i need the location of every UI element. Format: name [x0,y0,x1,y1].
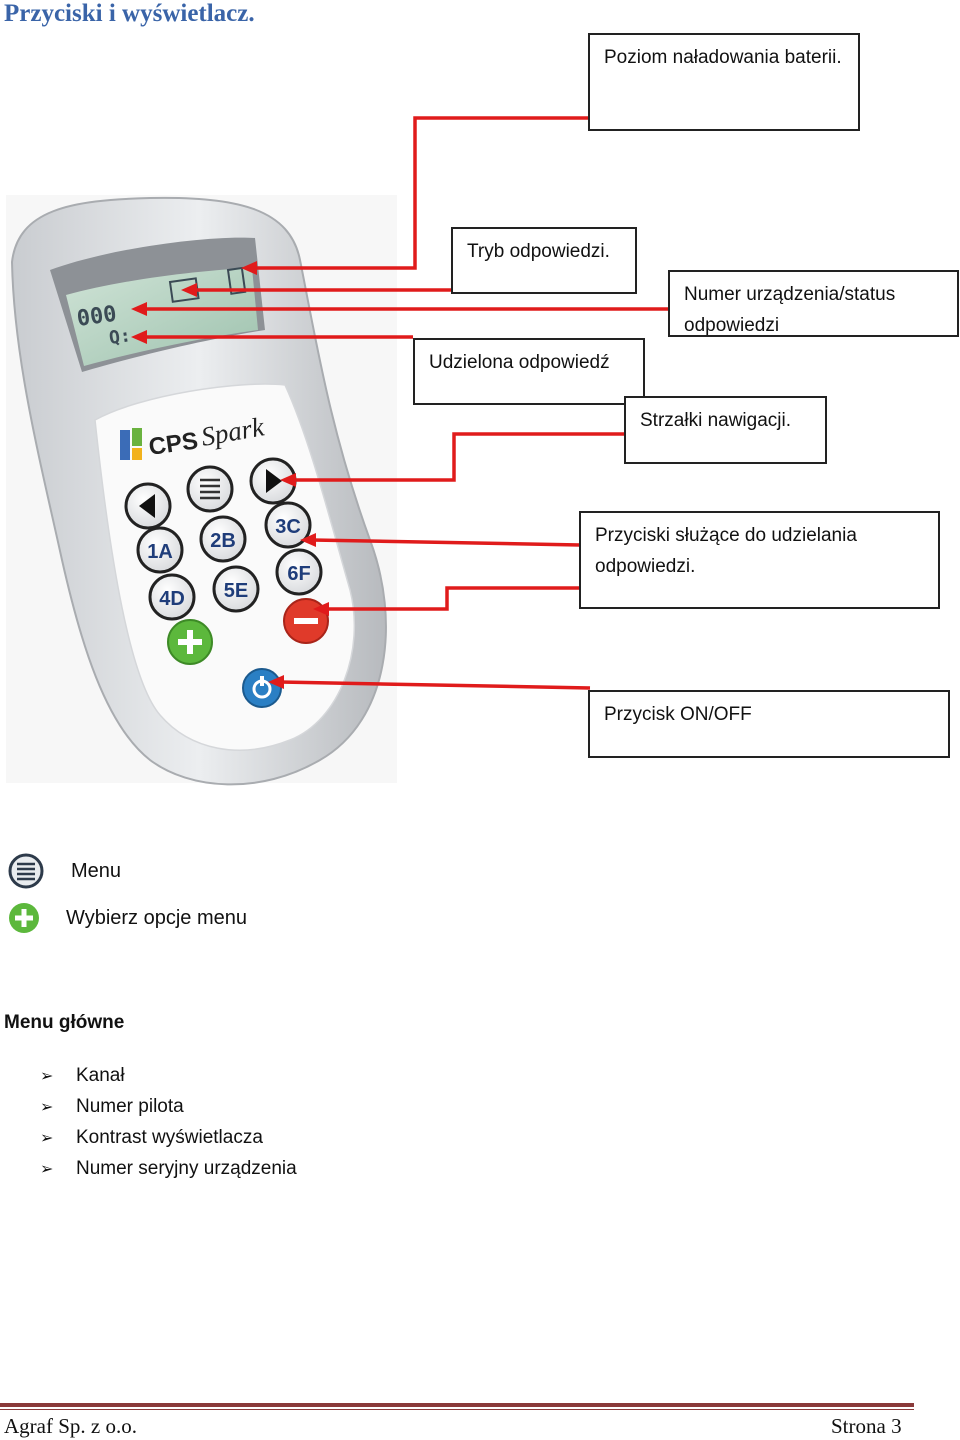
svg-text:3C: 3C [275,516,301,538]
footer-page-number: Strona 3 [831,1414,902,1438]
right-arrow-icon [266,469,282,493]
left-arrow-icon [139,494,155,518]
list-item: ➢Numer seryjny urządzenia [40,1157,297,1179]
menu-button[interactable] [186,465,234,513]
leader-battery [255,116,590,270]
main-menu-title: Menu główne [4,1012,125,1033]
callout-battery: Poziom naładowania baterii. [588,33,860,131]
callout-answer-buttons: Przyciski służące do udzielania odpowied… [579,511,940,609]
lcd-q: Q: [108,325,132,349]
legend-menu-label: Menu [71,859,122,882]
list-item: ➢Numer pilota [40,1095,184,1117]
menu-icon [8,853,44,889]
minus-icon [294,618,318,624]
answer-key-1a[interactable]: 1A [136,526,184,574]
svg-text:5E: 5E [224,580,248,602]
leader-arrowheads [131,261,329,689]
answer-key-6f[interactable]: 6F [275,548,323,596]
main-menu-list: ➢Kanał ➢Numer pilota ➢Kontrast wyświetla… [40,1060,297,1184]
footer-rule [0,1403,914,1407]
answer-key-4d[interactable]: 4D [148,573,196,621]
footer-company: Agraf Sp. z o.o. [4,1414,137,1438]
arrow-bullet-icon: ➢ [40,1160,54,1178]
callout-power: Przycisk ON/OFF [588,690,950,758]
callout-given-answer: Udzielona odpowiedź [413,338,645,405]
leader-lines [145,116,668,690]
arrow-bullet-icon: ➢ [40,1067,54,1085]
footer-rule-thin [0,1409,914,1410]
legend-menu: Menu [8,853,121,889]
plus-circle-icon [9,903,39,933]
plus-button[interactable] [167,619,213,665]
power-button[interactable] [242,668,282,708]
list-item: ➢Kontrast wyświetlacza [40,1126,263,1148]
callout-arrows: Strzałki nawigacji. [624,396,827,464]
brand-logo-icon [120,430,130,460]
svg-text:1A: 1A [147,541,173,563]
answer-key-2b[interactable]: 2B [199,515,247,563]
left-arrow-button[interactable] [124,482,172,530]
battery-indicator-icon [226,266,247,295]
page-title: Przyciski i wyświetlacz. [4,0,255,27]
legend-select: Wybierz opcje menu [8,902,247,934]
leader-arrows [292,432,625,482]
list-item: ➢Kanał [40,1064,125,1086]
leader-answer-buttons [311,538,581,547]
callout-mode: Tryb odpowiedzi. [451,227,637,294]
right-arrow-button[interactable] [249,457,297,505]
lcd-digits: 000 [75,302,118,332]
callout-device-number: Numer urządzenia/status odpowiedzi [668,270,959,337]
svg-text:4D: 4D [159,588,185,610]
device-diagram: 000 Q: CPS Spark 1A 2B 3C 4D [10,116,668,786]
arrow-bullet-icon: ➢ [40,1098,54,1116]
arrow-bullet-icon: ➢ [40,1129,54,1147]
answer-key-5e[interactable]: 5E [212,565,260,613]
legend-select-label: Wybierz opcje menu [66,906,248,929]
leader-power [279,680,591,690]
svg-text:6F: 6F [287,563,310,585]
menu-lines-icon [200,478,220,500]
svg-text:2B: 2B [210,530,236,552]
answer-key-3c[interactable]: 3C [264,501,312,549]
lcd-screen [66,268,258,366]
